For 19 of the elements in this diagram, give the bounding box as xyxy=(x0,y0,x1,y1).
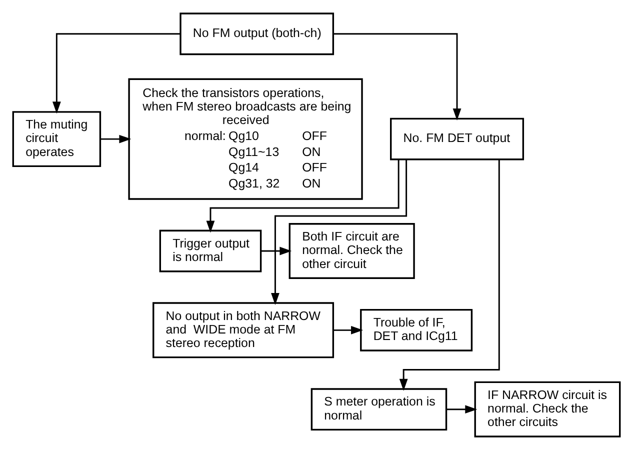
node-box: Check the transistors operations, when FM stereo broadcasts are being received normal: Qg10 OFF Qg11~13 ON Qg14 OFF Qg31, 32 ON xyxy=(128,78,363,200)
arrow xyxy=(333,326,364,334)
arrow xyxy=(100,134,132,144)
arrow xyxy=(52,33,180,114)
arrow xyxy=(261,246,292,256)
node-box: Trigger output is normal xyxy=(159,230,262,272)
node-box: The muting circuit operates xyxy=(12,111,102,168)
node-box: Both IF circuit are normal. Check the other circuit xyxy=(288,223,415,279)
arrow xyxy=(271,160,408,306)
node-box: No output in both NARROW and WIDE mode at FM stereo reception xyxy=(152,302,334,358)
node-box: S meter operation is normal xyxy=(310,388,448,431)
node-box: IF NARROW circuit is normal. Check the other circuits xyxy=(474,381,621,438)
arrow xyxy=(446,405,478,414)
node-box: No FM output (both-ch) xyxy=(180,12,334,56)
node-box: Trouble of IF, DET and ICg11 xyxy=(360,308,473,352)
arrow xyxy=(206,160,400,233)
node-box: No. FM DET output xyxy=(390,118,524,160)
arrow xyxy=(333,33,462,120)
arrow xyxy=(399,160,500,391)
